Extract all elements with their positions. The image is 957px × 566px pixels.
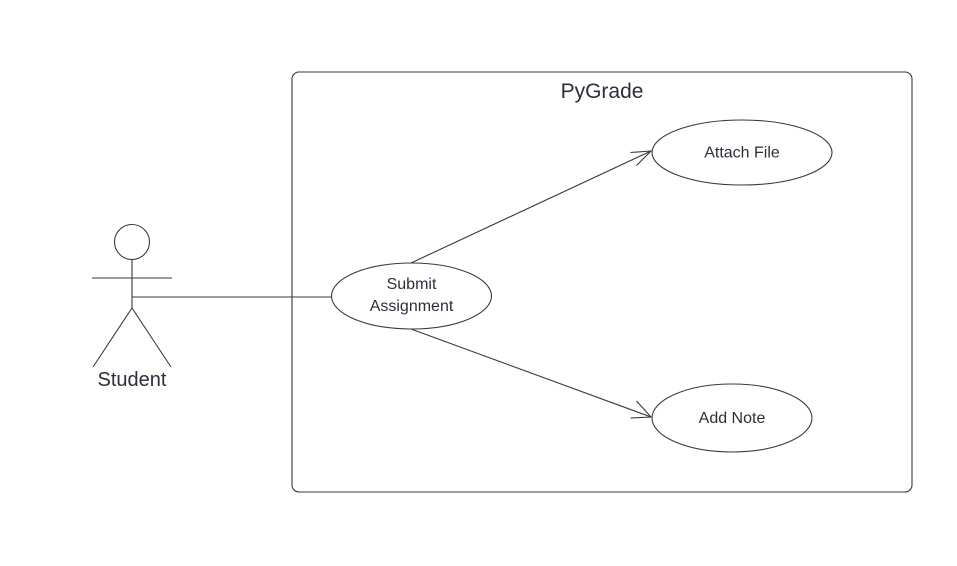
use-case-add-note-label: Add Note bbox=[699, 410, 766, 427]
arrowhead-add-note bbox=[630, 400, 653, 419]
actor-right-leg bbox=[131, 307, 172, 368]
arrow-to-add-note bbox=[410, 328, 652, 418]
system-boundary bbox=[291, 71, 913, 493]
use-case-submit-assignment bbox=[330, 262, 493, 330]
use-case-add-note bbox=[651, 383, 813, 453]
use-case-attach-file-label: Attach File bbox=[704, 145, 780, 162]
system-title: PyGrade bbox=[561, 80, 644, 103]
actor-left-leg bbox=[92, 307, 133, 368]
actor-label: Student bbox=[98, 369, 167, 391]
arrowhead-attach-file bbox=[630, 150, 653, 166]
arrow-to-attach-file bbox=[410, 150, 652, 264]
use-case-attach-file bbox=[651, 119, 833, 186]
actor-head bbox=[113, 223, 151, 261]
use-case-submit-line2: Assignment bbox=[370, 298, 454, 315]
actor-student bbox=[92, 223, 172, 368]
use-case-submit-line1: Submit bbox=[387, 276, 437, 293]
